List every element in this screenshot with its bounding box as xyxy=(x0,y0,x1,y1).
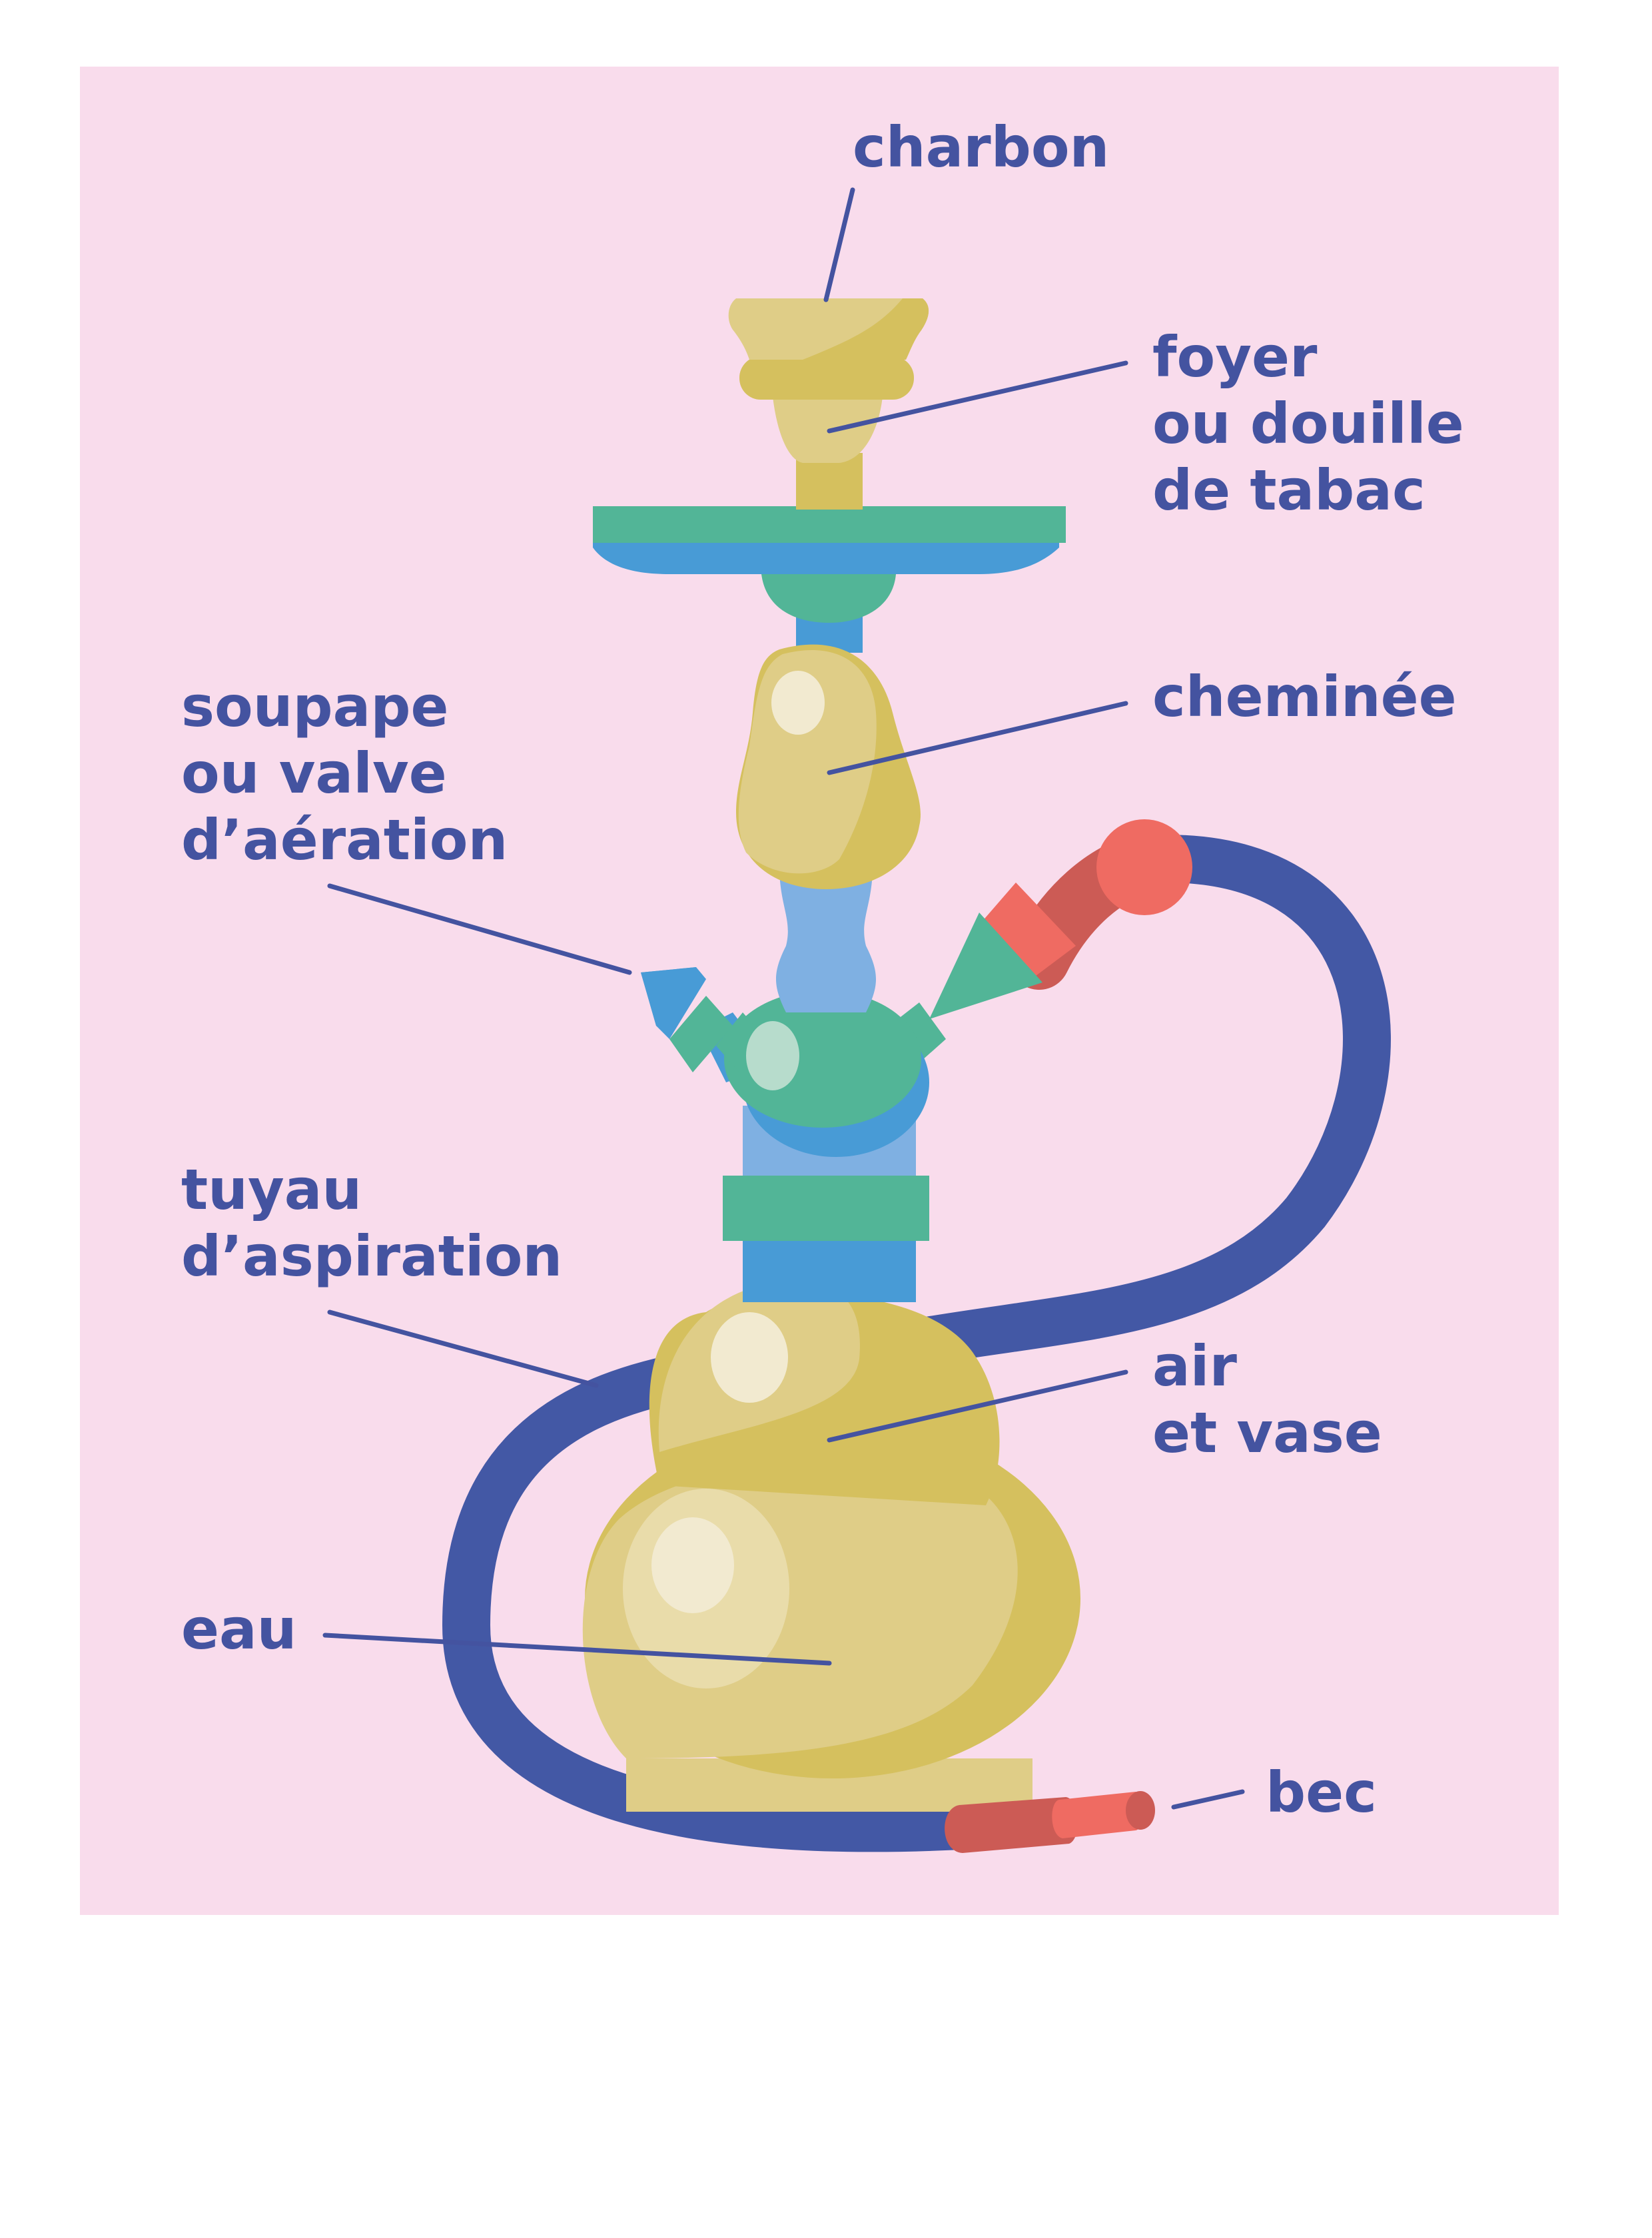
label-air-vase: air et vase xyxy=(1152,1333,1382,1465)
stem-lower xyxy=(743,1239,916,1302)
leader-air-vase xyxy=(827,1369,1128,1443)
tray xyxy=(593,506,1066,623)
joint-highlight xyxy=(746,1021,799,1090)
label-soupape: soupape ou valve d’aération xyxy=(181,674,508,873)
leader-soupape xyxy=(327,883,632,975)
air-vase-highlight xyxy=(711,1312,788,1403)
label-eau: eau xyxy=(181,1597,296,1662)
hose-adapter xyxy=(973,883,1076,976)
mouthpiece xyxy=(945,1791,1155,1853)
water-bulb-highlight xyxy=(651,1517,734,1613)
central-joint xyxy=(716,990,929,1157)
chimney xyxy=(736,644,921,889)
label-cheminee: cheminée xyxy=(1152,664,1457,729)
leader-eau xyxy=(322,1633,832,1666)
label-foyer: foyer ou douille de tabac xyxy=(1152,324,1483,523)
hose-connector xyxy=(973,819,1192,990)
hose-joint xyxy=(1096,819,1192,915)
label-tuyau: tuyau d’aspiration xyxy=(181,1157,562,1289)
leader-cheminee xyxy=(827,701,1128,775)
hose-port xyxy=(889,913,1042,1066)
bowl xyxy=(728,298,929,510)
leader-tuyau xyxy=(327,1309,599,1388)
chimney-highlight xyxy=(771,671,825,735)
leader-foyer xyxy=(827,360,1128,434)
label-bec: bec xyxy=(1266,1760,1377,1825)
upper-stem xyxy=(776,866,876,1012)
water-bulb xyxy=(582,1419,1080,1778)
air-vase xyxy=(649,1281,1000,1505)
label-charbon: charbon xyxy=(853,115,1109,180)
leader-charbon xyxy=(823,187,855,302)
leader-bec xyxy=(1171,1789,1245,1810)
stem-ring xyxy=(723,1176,929,1241)
